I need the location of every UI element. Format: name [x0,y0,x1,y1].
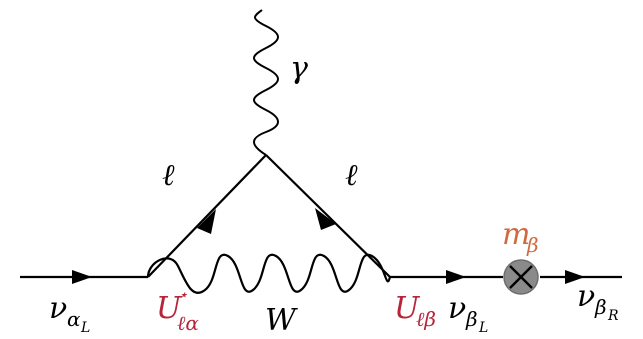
svg-text:ℓα: ℓα [177,311,199,335]
svg-text:α: α [67,307,81,331]
lepton-label-left: ℓ [162,158,175,193]
incoming-neutrino-label: ν α L [49,291,90,336]
lepton-line-right [265,154,391,278]
svg-text:L: L [478,320,488,336]
svg-text:⋆: ⋆ [178,285,188,304]
intermediate-neutrino-label: ν β L [448,291,488,336]
svg-text:ν: ν [577,279,595,314]
svg-text:L: L [80,320,90,336]
w-boson-line [146,253,392,294]
svg-text:ν: ν [49,291,67,326]
outgoing-neutrino-arrow [565,270,585,284]
lepton-label-right: ℓ [345,158,358,193]
outgoing-neutrino-label: ν β R [577,279,619,324]
w-boson-label: W [265,303,298,338]
svg-text:ℓβ: ℓβ [416,307,436,331]
left-vertex-label: U ⋆ ℓα [156,285,199,335]
incoming-neutrino-arrow [72,270,92,284]
svg-text:U: U [394,291,421,326]
photon-label: γ [290,51,308,86]
right-vertex-label: U ℓβ [394,291,436,331]
svg-text:U: U [156,291,183,326]
svg-text:m: m [502,217,530,252]
circled-cross-icon [503,259,539,295]
svg-text:β: β [594,295,607,319]
lepton-line-left [147,154,267,278]
intermediate-neutrino-arrow [446,270,466,284]
svg-text:β: β [465,307,478,331]
svg-text:ν: ν [448,291,466,326]
svg-text:β: β [526,233,539,257]
lepton-arrow-right [315,208,336,230]
mass-label: m β [502,217,539,257]
svg-text:R: R [607,308,619,324]
photon-line [253,9,279,156]
lepton-arrow-left [197,209,216,234]
